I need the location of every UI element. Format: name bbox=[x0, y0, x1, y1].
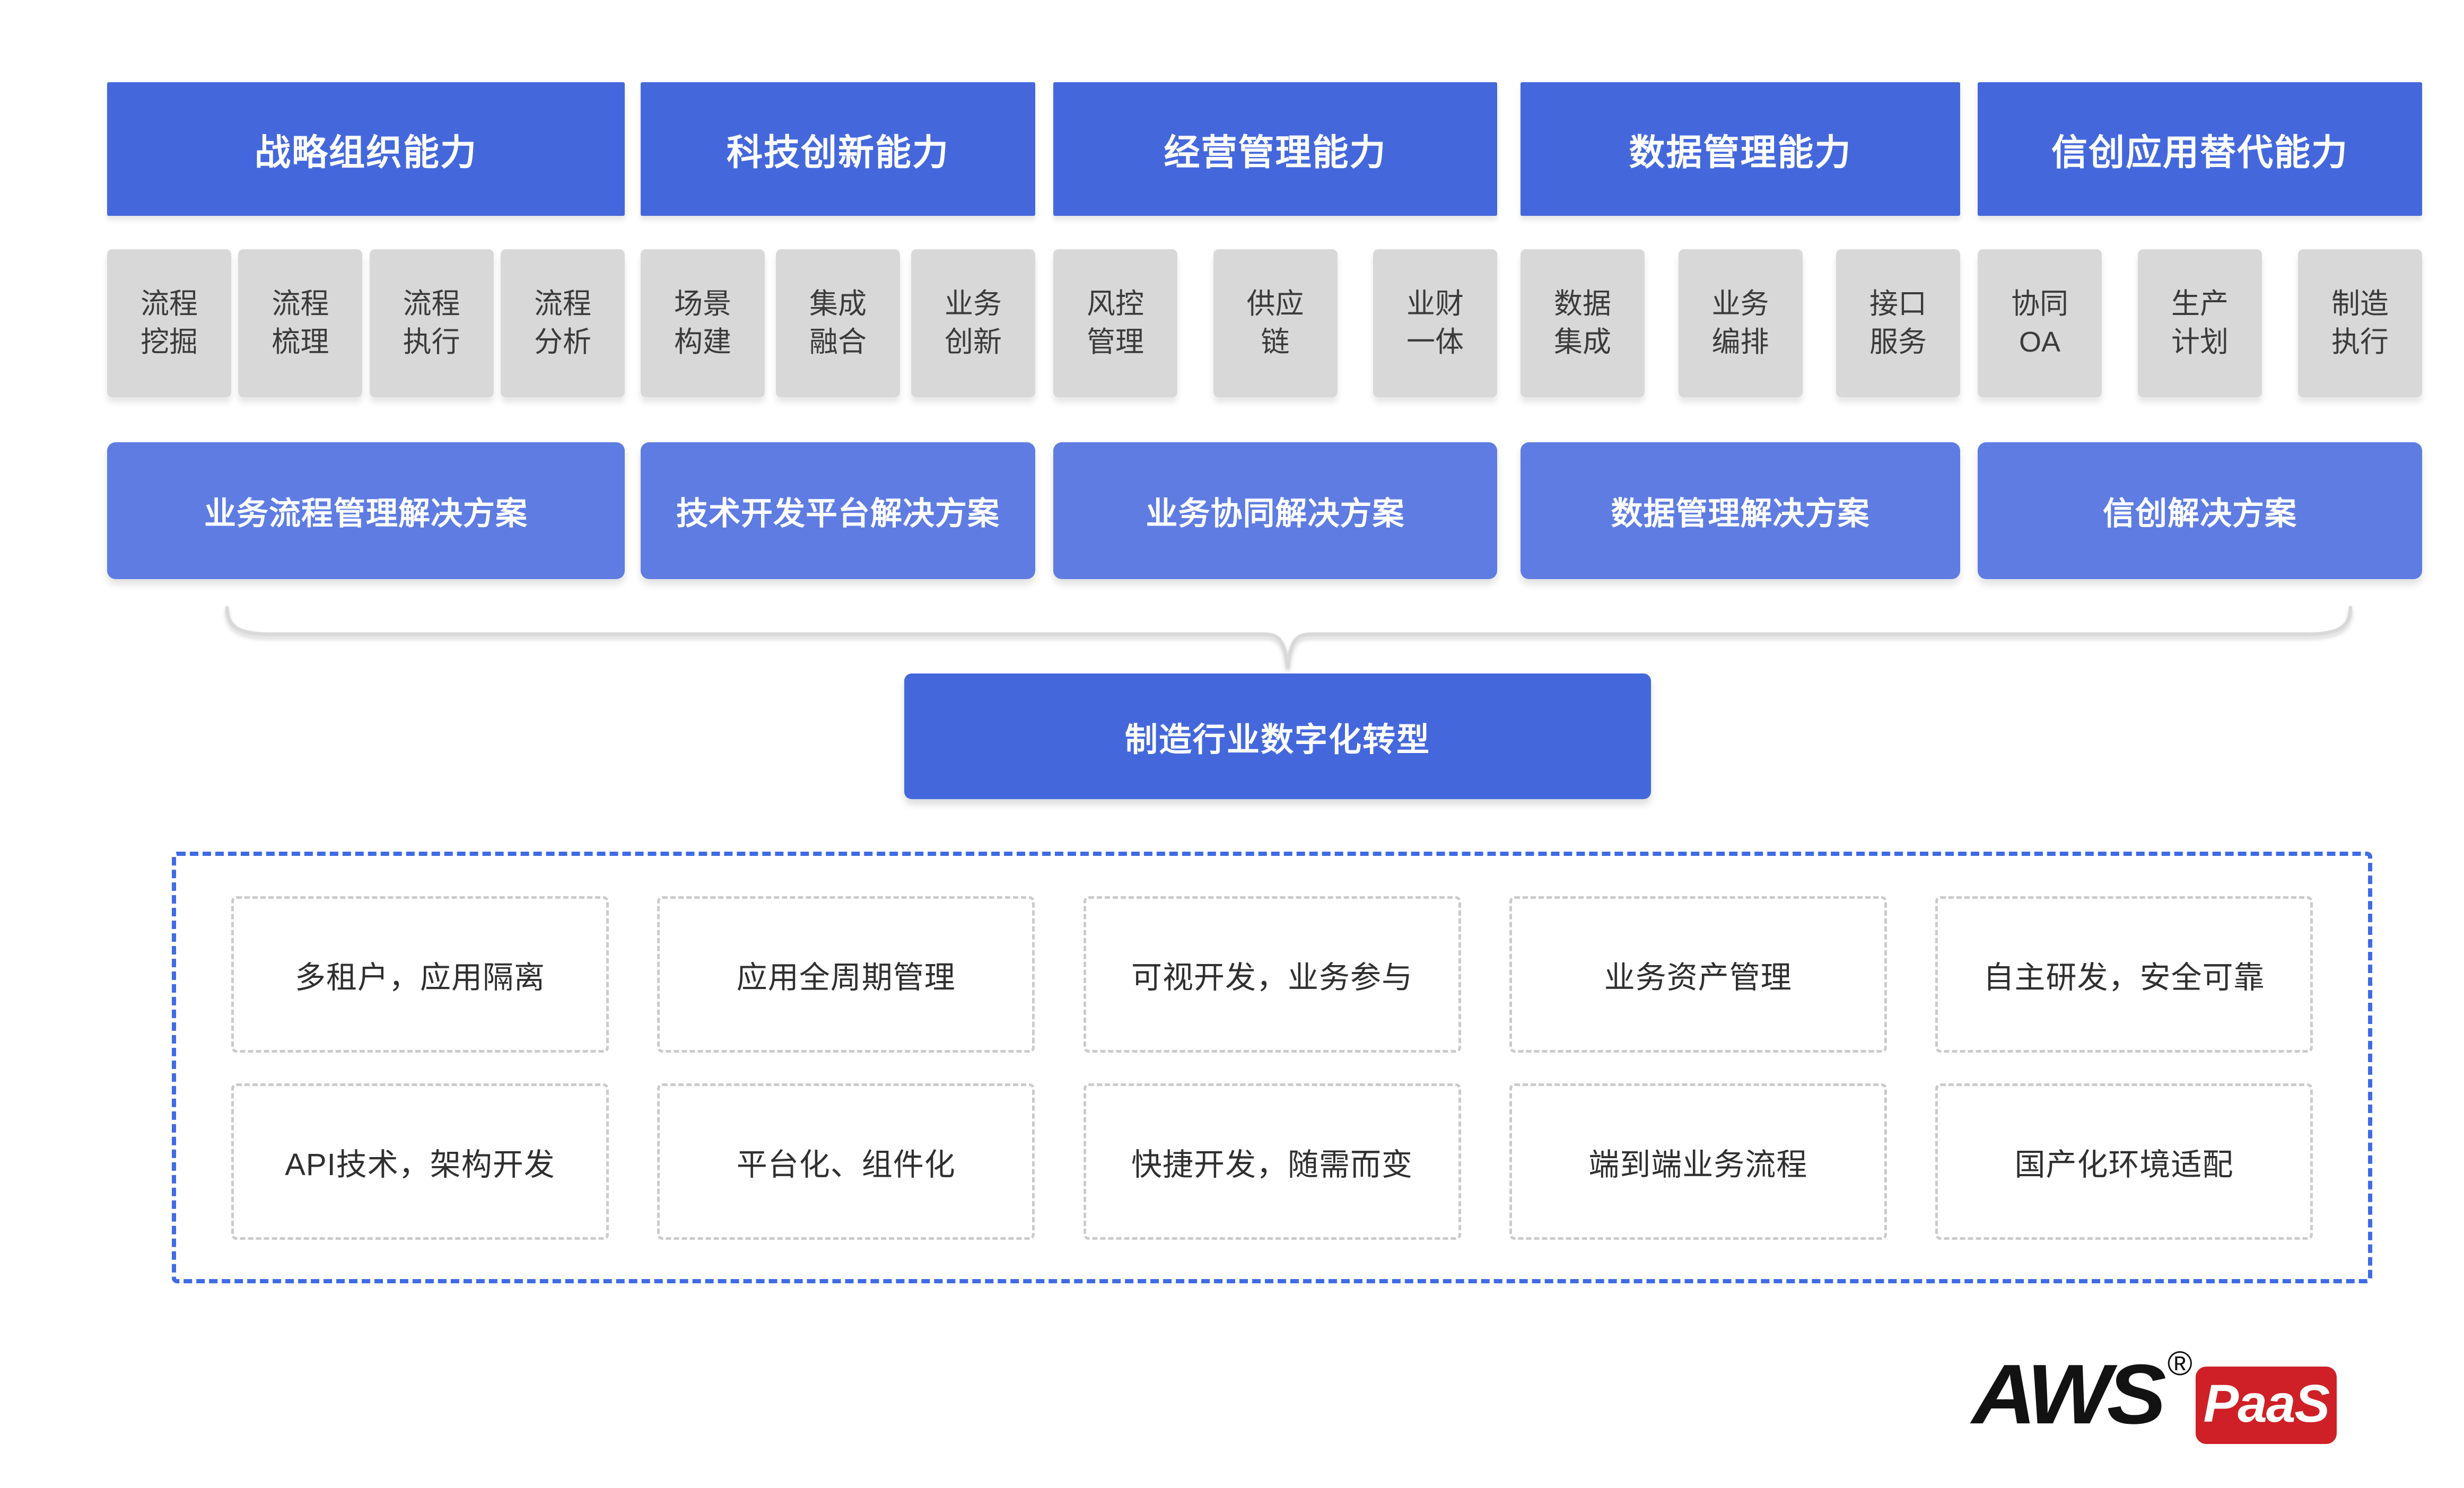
capability-header: 数据管理能力 bbox=[1521, 82, 1960, 216]
capability-item-label: 流程挖掘 bbox=[141, 288, 198, 358]
brace-connector bbox=[225, 606, 2353, 669]
target-box: 制造行业数字化转型 bbox=[904, 673, 1651, 799]
capability-column-data: 数据管理能力 数据集成 业务编排 接口服务 数据管理解决方案 bbox=[1521, 82, 1960, 579]
capability-item: 供应链 bbox=[1213, 249, 1338, 397]
paas-badge: PaaS bbox=[2195, 1367, 2337, 1444]
capability-header: 信创应用替代能力 bbox=[1978, 82, 2422, 216]
solution-box: 业务协同解决方案 bbox=[1053, 442, 1497, 579]
feature-box: 国产化环境适配 bbox=[1935, 1083, 2313, 1240]
capability-item: 业财一体 bbox=[1373, 249, 1497, 397]
capability-item: 风控管理 bbox=[1053, 249, 1177, 397]
capability-item-label: 流程执行 bbox=[403, 288, 460, 358]
feature-row: 多租户，应用隔离 应用全周期管理 可视开发，业务参与 业务资产管理 自主研发，安… bbox=[231, 896, 2313, 1053]
capability-item: 协同OA bbox=[1978, 249, 2102, 397]
capability-item: 场景构建 bbox=[641, 249, 765, 397]
capability-column-strategy: 战略组织能力 流程挖掘 流程梳理 流程执行 流程分析 业务流程管理解决方案 bbox=[107, 82, 625, 579]
capability-column-xinchuang: 信创应用替代能力 协同OA 生产计划 制造执行 信创解决方案 bbox=[1978, 82, 2422, 579]
logo: AWS ® PaaS bbox=[1972, 1346, 2337, 1444]
feature-box: API技术，架构开发 bbox=[231, 1083, 609, 1240]
capability-item: 数据集成 bbox=[1521, 249, 1645, 397]
capability-item-label: 风控管理 bbox=[1087, 288, 1144, 358]
feature-box: 可视开发，业务参与 bbox=[1083, 896, 1461, 1053]
capability-item: 流程执行 bbox=[369, 249, 494, 397]
feature-box: 平台化、组件化 bbox=[657, 1083, 1035, 1240]
registered-mark-icon: ® bbox=[2167, 1344, 2192, 1382]
capability-items-row: 场景构建 集成融合 业务创新 bbox=[641, 249, 1035, 397]
feature-box: 业务资产管理 bbox=[1509, 896, 1887, 1053]
capability-item: 业务编排 bbox=[1678, 249, 1803, 397]
capability-item: 集成融合 bbox=[776, 249, 900, 397]
feature-box: 端到端业务流程 bbox=[1509, 1083, 1887, 1240]
capability-items-row: 协同OA 生产计划 制造执行 bbox=[1978, 249, 2422, 397]
capability-items-row: 流程挖掘 流程梳理 流程执行 流程分析 bbox=[107, 249, 625, 397]
capability-item-label: 数据集成 bbox=[1554, 288, 1611, 358]
capability-item: 流程挖掘 bbox=[107, 249, 231, 397]
capability-item-label: 集成融合 bbox=[809, 288, 867, 358]
capability-item: 制造执行 bbox=[2298, 249, 2422, 397]
capability-row: 战略组织能力 流程挖掘 流程梳理 流程执行 流程分析 业务流程管理解决方案 科技… bbox=[107, 82, 2422, 579]
capability-column-operations: 经营管理能力 风控管理 供应链 业财一体 业务协同解决方案 bbox=[1053, 82, 1497, 579]
capability-items-row: 数据集成 业务编排 接口服务 bbox=[1521, 249, 1960, 397]
solution-box: 业务流程管理解决方案 bbox=[107, 442, 625, 579]
capability-item-label: 供应链 bbox=[1246, 288, 1304, 358]
capability-header: 经营管理能力 bbox=[1053, 82, 1497, 216]
capability-header: 战略组织能力 bbox=[107, 82, 625, 216]
capability-item: 接口服务 bbox=[1836, 249, 1960, 397]
feature-box: 快捷开发，随需而变 bbox=[1083, 1083, 1461, 1240]
features-panel: 多租户，应用隔离 应用全周期管理 可视开发，业务参与 业务资产管理 自主研发，安… bbox=[172, 852, 2372, 1283]
capability-item-label: 场景构建 bbox=[674, 288, 731, 358]
capability-item: 流程分析 bbox=[500, 249, 625, 397]
solution-box: 数据管理解决方案 bbox=[1521, 442, 1960, 579]
capability-item-label: 业务创新 bbox=[945, 288, 1002, 358]
capability-item: 业务创新 bbox=[911, 249, 1035, 397]
aws-wordmark: AWS bbox=[1972, 1346, 2166, 1442]
solution-box: 技术开发平台解决方案 bbox=[641, 442, 1035, 579]
capability-item-label: 业财一体 bbox=[1406, 288, 1464, 358]
capability-item-label: 流程分析 bbox=[534, 288, 591, 358]
capability-item-label: 接口服务 bbox=[1869, 288, 1927, 358]
capability-item-label: 制造执行 bbox=[2331, 288, 2389, 358]
feature-box: 多租户，应用隔离 bbox=[231, 896, 609, 1053]
capability-item-label: 流程梳理 bbox=[272, 288, 329, 358]
feature-box: 应用全周期管理 bbox=[657, 896, 1035, 1053]
capability-item: 生产计划 bbox=[2138, 249, 2262, 397]
capability-item-label: 业务编排 bbox=[1711, 288, 1769, 358]
capability-column-technology: 科技创新能力 场景构建 集成融合 业务创新 技术开发平台解决方案 bbox=[641, 82, 1035, 579]
capability-header: 科技创新能力 bbox=[641, 82, 1035, 216]
capability-item-label: 生产计划 bbox=[2171, 288, 2229, 358]
capability-item-label: 协同OA bbox=[2011, 288, 2068, 358]
feature-box: 自主研发，安全可靠 bbox=[1935, 896, 2313, 1053]
feature-row: API技术，架构开发 平台化、组件化 快捷开发，随需而变 端到端业务流程 国产化… bbox=[231, 1083, 2313, 1240]
solution-box: 信创解决方案 bbox=[1978, 442, 2422, 579]
capability-item: 流程梳理 bbox=[238, 249, 363, 397]
capability-items-row: 风控管理 供应链 业财一体 bbox=[1053, 249, 1497, 397]
